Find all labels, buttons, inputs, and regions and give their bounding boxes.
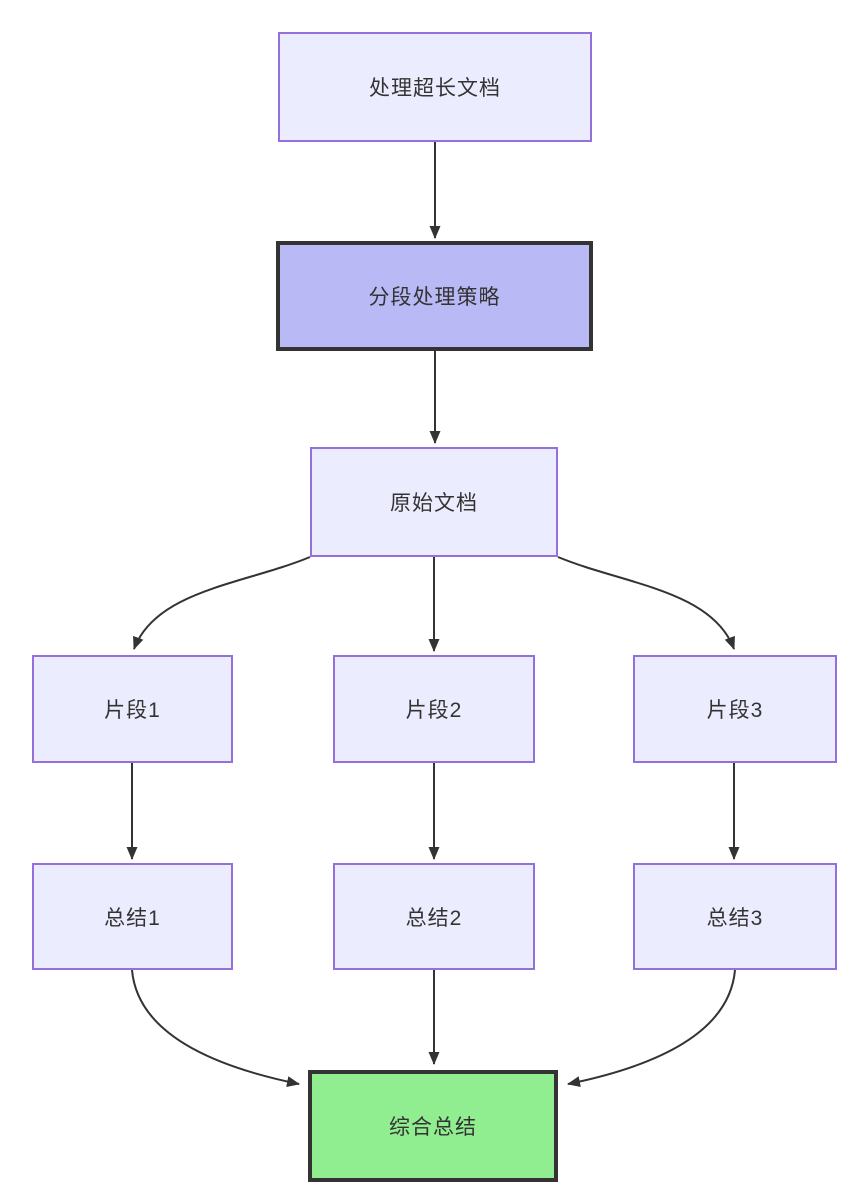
node-summary-1: 总结1 <box>32 863 233 970</box>
node-label: 片段2 <box>405 699 463 722</box>
node-fragment-3: 片段3 <box>633 655 837 763</box>
node-label: 片段1 <box>104 699 161 722</box>
edge-original-to-fragment-3 <box>557 556 735 650</box>
edge-original-to-fragment-1 <box>133 556 311 650</box>
node-label: 片段3 <box>706 699 764 722</box>
node-label: 总结3 <box>706 906 764 930</box>
node-final-summary: 综合总结 <box>308 1070 558 1182</box>
node-label: 原始文档 <box>390 492 478 515</box>
node-label: 分段处理策略 <box>368 286 501 309</box>
node-label: 综合总结 <box>389 1116 477 1139</box>
node-fragment-1: 片段1 <box>32 655 233 763</box>
edge-summary-3-to-final <box>567 969 736 1087</box>
node-fragment-2: 片段2 <box>333 655 535 763</box>
node-summary-3: 总结3 <box>633 863 837 970</box>
node-original-doc: 原始文档 <box>310 447 558 557</box>
node-segmentation-strategy: 分段处理策略 <box>276 241 593 351</box>
node-label: 处理超长文档 <box>369 77 501 100</box>
edge-summary-1-to-final <box>131 969 300 1087</box>
node-label: 总结1 <box>104 906 161 930</box>
node-label: 总结2 <box>405 906 463 930</box>
node-summary-2: 总结2 <box>333 863 535 970</box>
node-process-long-doc: 处理超长文档 <box>278 32 592 142</box>
